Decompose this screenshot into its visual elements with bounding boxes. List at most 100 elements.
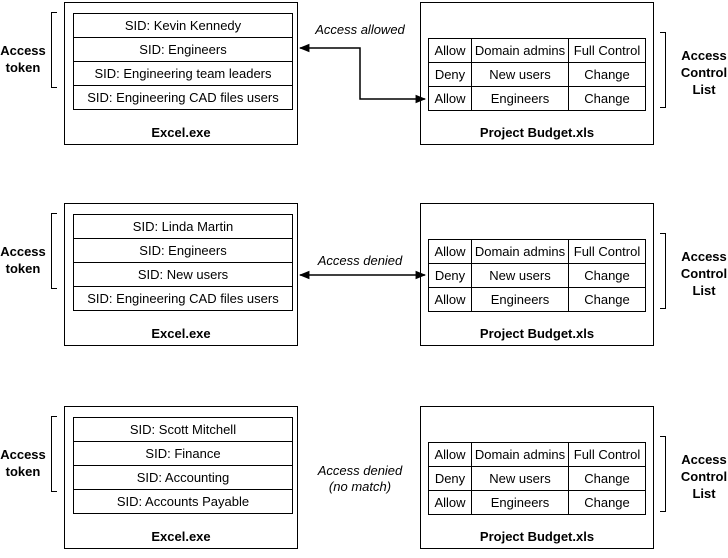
access-status-line: (no match) — [328, 479, 392, 494]
ace-row: Allow Engineers Change — [428, 490, 646, 515]
file-box: Allow Domain admins Full Control Deny Ne… — [420, 203, 654, 346]
access-token-label-line: Access — [0, 447, 46, 462]
acl-label: Access Control List — [680, 47, 728, 98]
left-bracket — [51, 416, 57, 492]
left-bracket — [51, 213, 57, 289]
access-status: Access denied (no match) — [300, 463, 420, 495]
ace-type: Deny — [428, 466, 472, 491]
access-token-label-line: token — [5, 60, 41, 75]
process-box: SID: Linda Martin SID: Engineers SID: Ne… — [64, 203, 298, 346]
sid-row: SID: Scott Mitchell — [73, 417, 293, 442]
sid-cell: SID: Scott Mitchell — [73, 417, 293, 442]
acl-label-line: Access — [681, 48, 727, 63]
process-caption: Excel.exe — [151, 125, 211, 140]
ace-type: Allow — [428, 86, 472, 111]
sid-cell: SID: Engineering CAD files users — [73, 85, 293, 110]
acl-label-line: Access — [681, 249, 727, 264]
process-box: SID: Kevin Kennedy SID: Engineers SID: E… — [64, 2, 298, 145]
sid-cell: SID: Accounts Payable — [73, 489, 293, 514]
ace-permission: Change — [568, 62, 646, 87]
acl-label-line: List — [692, 486, 716, 501]
ace-type: Allow — [428, 38, 472, 63]
acl-label: Access Control List — [680, 248, 728, 299]
file-caption: Project Budget.xls — [479, 125, 595, 140]
acl-table: Allow Domain admins Full Control Deny Ne… — [428, 442, 646, 515]
ace-permission: Full Control — [568, 38, 646, 63]
acl-label-line: List — [692, 283, 716, 298]
access-token-label-line: token — [5, 464, 41, 479]
access-token-label: Access token — [0, 446, 46, 480]
ace-principal: New users — [471, 263, 569, 288]
ace-row: Allow Domain admins Full Control — [428, 38, 646, 63]
ace-type: Allow — [428, 442, 472, 467]
ace-permission: Full Control — [568, 239, 646, 264]
access-token-label: Access token — [0, 42, 46, 76]
sid-row: SID: Accounts Payable — [73, 489, 293, 514]
sid-row: SID: Accounting — [73, 465, 293, 490]
sid-row: SID: Engineers — [73, 238, 293, 263]
file-caption: Project Budget.xls — [479, 326, 595, 341]
process-box: SID: Scott Mitchell SID: Finance SID: Ac… — [64, 406, 298, 549]
acl-label: Access Control List — [680, 451, 728, 502]
ace-permission: Change — [568, 490, 646, 515]
ace-principal: Engineers — [471, 86, 569, 111]
ace-row: Deny New users Change — [428, 466, 646, 491]
sid-row: SID: New users — [73, 262, 293, 287]
process-caption: Excel.exe — [151, 529, 211, 544]
scenario-2: Access token SID: Linda Martin SID: Engi… — [0, 203, 728, 355]
access-token-table: SID: Scott Mitchell SID: Finance SID: Ac… — [73, 417, 293, 514]
sid-row: SID: Finance — [73, 441, 293, 466]
acl-label-line: Control — [680, 65, 728, 80]
ace-type: Allow — [428, 239, 472, 264]
right-bracket — [660, 233, 666, 309]
right-bracket — [660, 32, 666, 108]
ace-permission: Change — [568, 263, 646, 288]
ace-permission: Change — [568, 86, 646, 111]
acl-table: Allow Domain admins Full Control Deny Ne… — [428, 38, 646, 111]
sid-row: SID: Engineering CAD files users — [73, 85, 293, 110]
acl-label-line: Control — [680, 266, 728, 281]
sid-row: SID: Engineers — [73, 37, 293, 62]
ace-row: Allow Engineers Change — [428, 86, 646, 111]
ace-permission: Change — [568, 287, 646, 312]
right-bracket — [660, 436, 666, 512]
access-token-table: SID: Kevin Kennedy SID: Engineers SID: E… — [73, 13, 293, 110]
sid-cell: SID: Linda Martin — [73, 214, 293, 239]
sid-cell: SID: Engineers — [73, 238, 293, 263]
ace-principal: New users — [471, 62, 569, 87]
ace-principal: Engineers — [471, 287, 569, 312]
sid-cell: SID: Engineering CAD files users — [73, 286, 293, 311]
process-caption: Excel.exe — [151, 326, 211, 341]
sid-cell: SID: Kevin Kennedy — [73, 13, 293, 38]
ace-row: Allow Domain admins Full Control — [428, 442, 646, 467]
sid-cell: SID: New users — [73, 262, 293, 287]
access-status-line: Access denied — [317, 253, 403, 268]
ace-row: Allow Domain admins Full Control — [428, 239, 646, 264]
file-caption: Project Budget.xls — [479, 529, 595, 544]
access-token-label: Access token — [0, 243, 46, 277]
sid-row: SID: Linda Martin — [73, 214, 293, 239]
file-box: Allow Domain admins Full Control Deny Ne… — [420, 2, 654, 145]
ace-principal: Domain admins — [471, 38, 569, 63]
sid-cell: SID: Engineering team leaders — [73, 61, 293, 86]
scenario-3: Access token SID: Scott Mitchell SID: Fi… — [0, 406, 728, 558]
ace-type: Deny — [428, 263, 472, 288]
access-token-label-line: Access — [0, 244, 46, 259]
file-box: Allow Domain admins Full Control Deny Ne… — [420, 406, 654, 549]
acl-table: Allow Domain admins Full Control Deny Ne… — [428, 239, 646, 312]
ace-row: Deny New users Change — [428, 62, 646, 87]
access-token-label-line: Access — [0, 43, 46, 58]
ace-permission: Change — [568, 466, 646, 491]
ace-permission: Full Control — [568, 442, 646, 467]
sid-row: SID: Kevin Kennedy — [73, 13, 293, 38]
ace-principal: Domain admins — [471, 239, 569, 264]
sid-row: SID: Engineering team leaders — [73, 61, 293, 86]
ace-type: Deny — [428, 62, 472, 87]
ace-type: Allow — [428, 490, 472, 515]
ace-principal: New users — [471, 466, 569, 491]
ace-principal: Domain admins — [471, 442, 569, 467]
sid-cell: SID: Engineers — [73, 37, 293, 62]
ace-row: Allow Engineers Change — [428, 287, 646, 312]
sid-cell: SID: Finance — [73, 441, 293, 466]
access-status: Access denied — [300, 253, 420, 269]
